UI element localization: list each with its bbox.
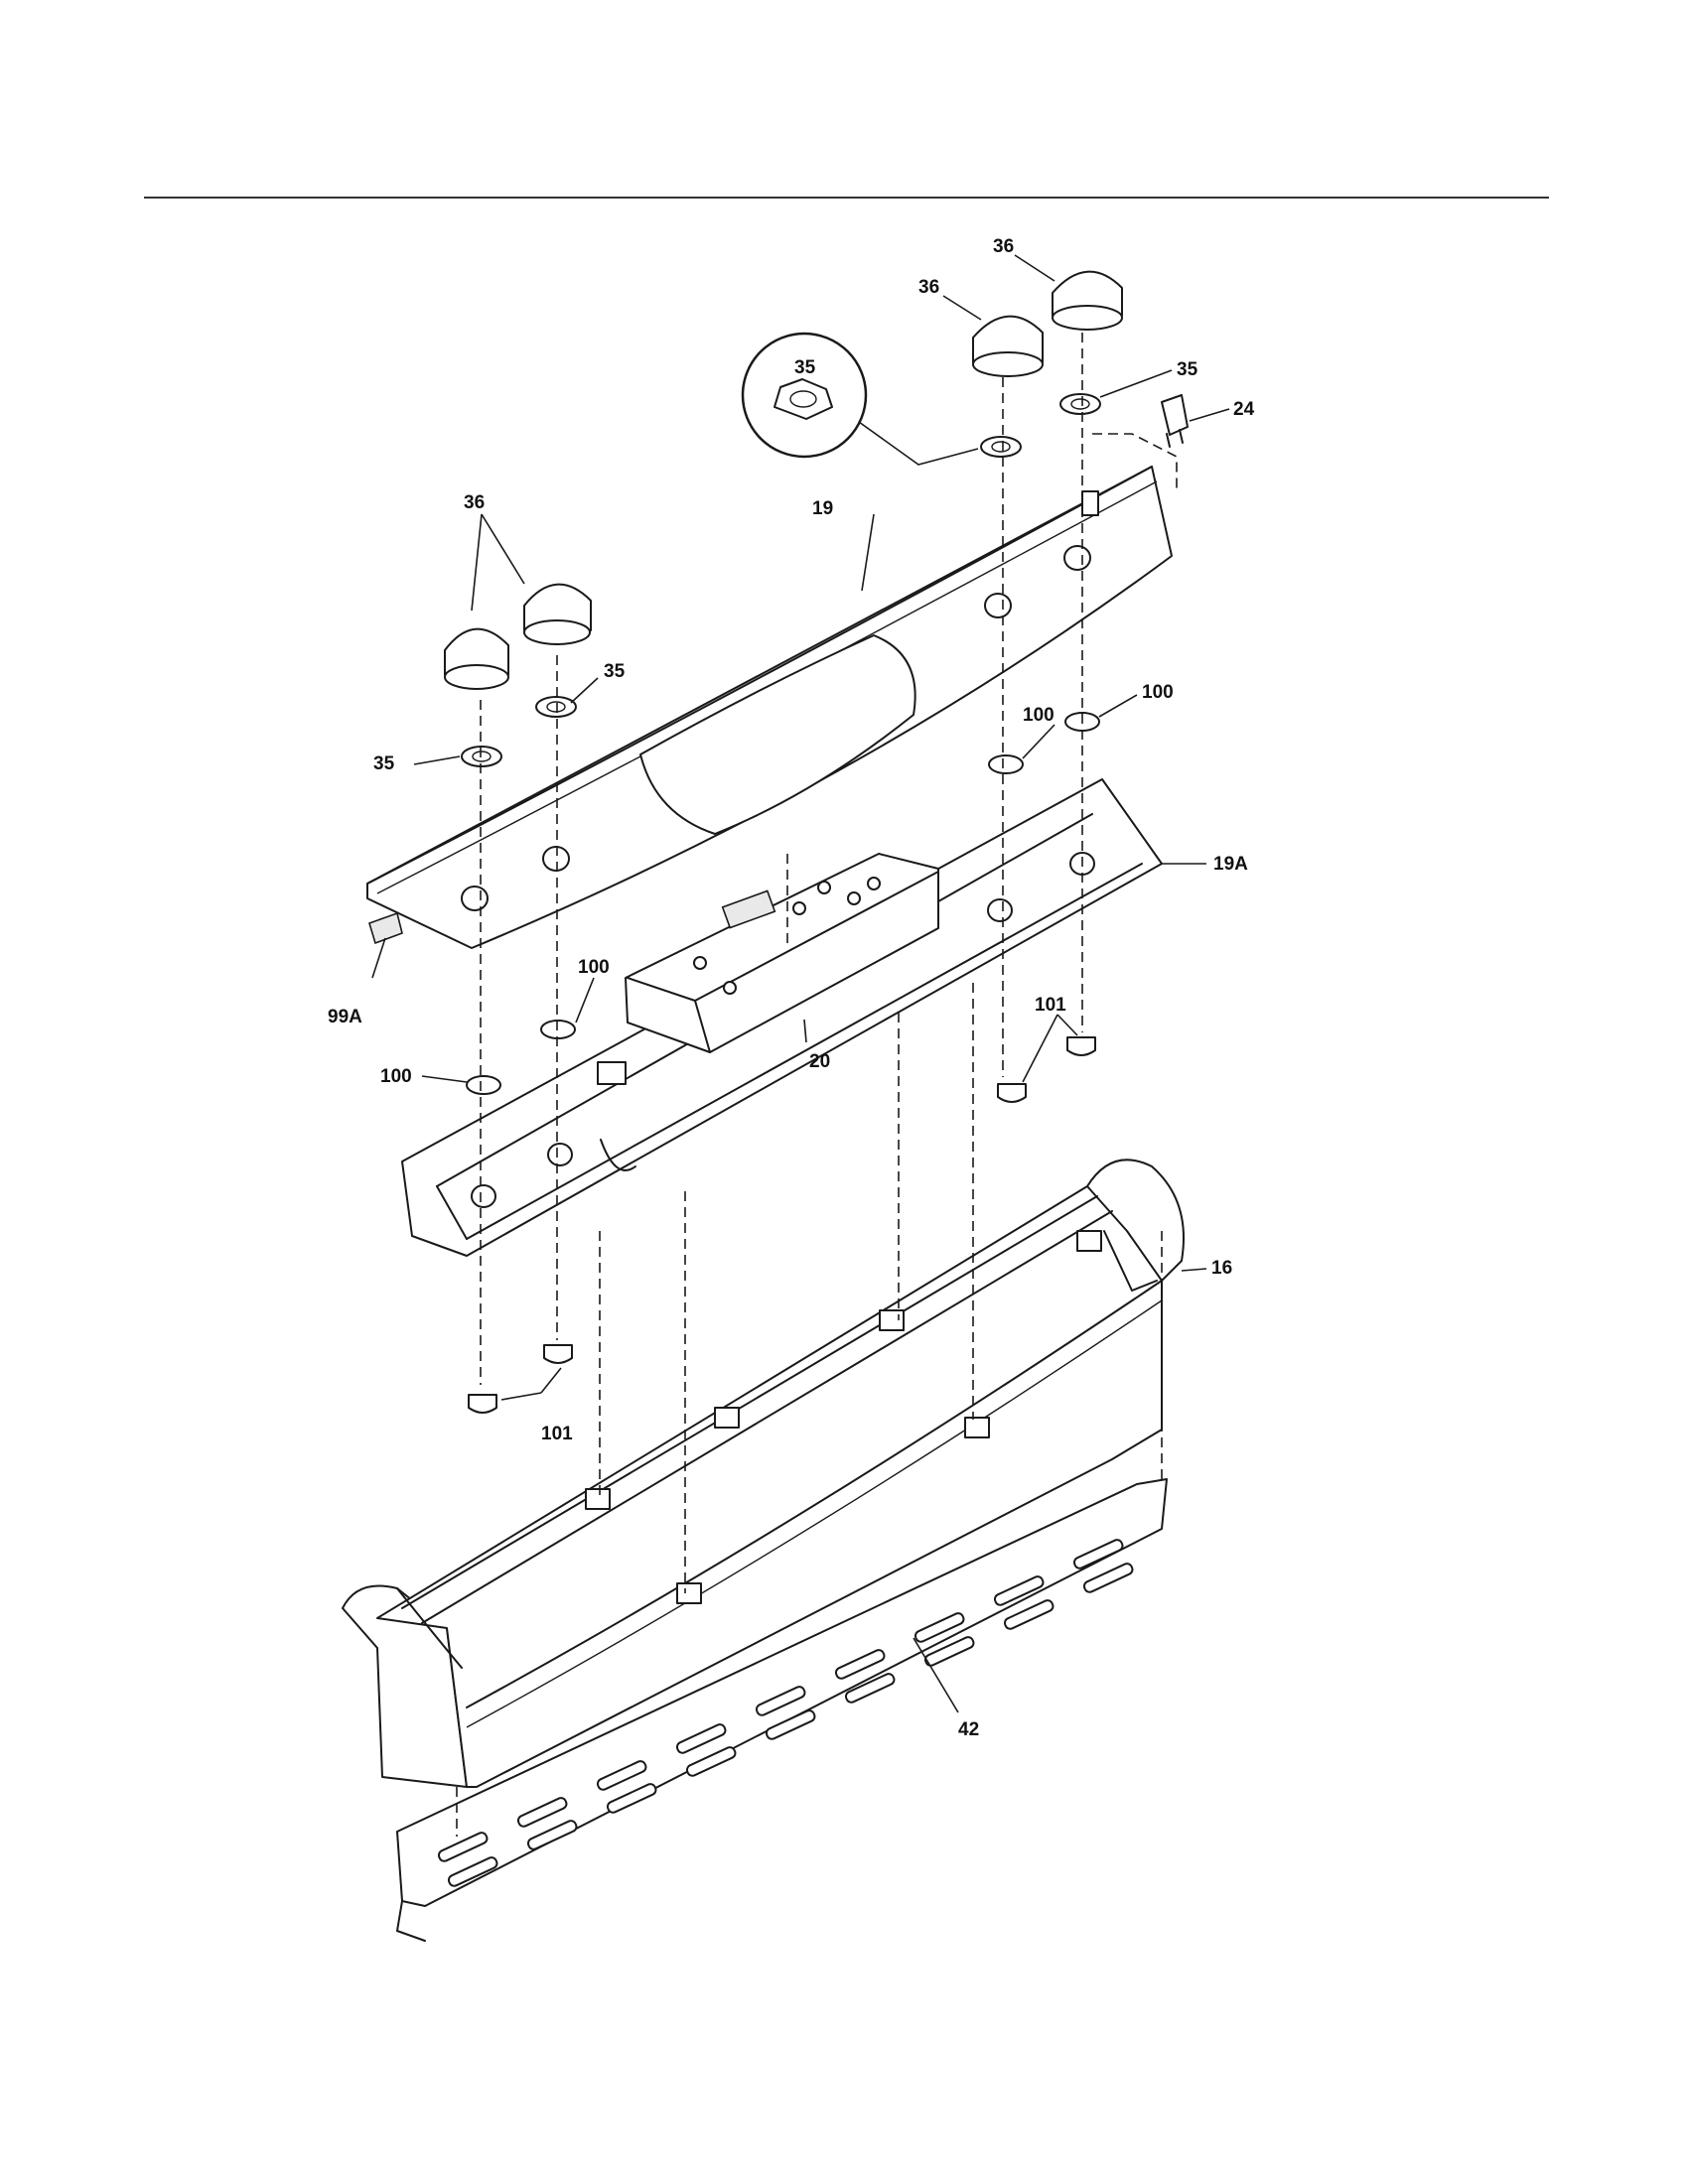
upper-panel-19 bbox=[366, 466, 1173, 949]
knob-36-top-mid bbox=[972, 315, 1044, 377]
callout-35: 35 bbox=[604, 661, 626, 682]
callout-99A: 99A bbox=[328, 1007, 362, 1027]
callout-19A: 19A bbox=[1213, 854, 1248, 875]
callout-36: 36 bbox=[464, 492, 485, 513]
overlay-99A bbox=[368, 911, 403, 945]
callout-100: 100 bbox=[380, 1066, 412, 1087]
nuts-35 bbox=[461, 393, 1101, 767]
control-board-20 bbox=[625, 853, 939, 1053]
nuts-101 bbox=[468, 1036, 1096, 1414]
nuts-35-inner bbox=[472, 398, 1090, 762]
callout-35: 35 bbox=[794, 357, 816, 378]
callout-100: 100 bbox=[1142, 682, 1174, 703]
vent-panel-42 bbox=[396, 1478, 1168, 1942]
callout-labels: 36 36 36 35 35 24 19 35 35 100 100 19A 1… bbox=[328, 236, 1255, 1740]
knob-36-left-a bbox=[444, 627, 509, 690]
callout-16: 16 bbox=[1211, 1258, 1232, 1279]
knob-36-left-b bbox=[523, 583, 592, 645]
callout-35: 35 bbox=[373, 753, 395, 774]
knob-36-top-right bbox=[1052, 270, 1123, 331]
callout-24: 24 bbox=[1233, 399, 1255, 420]
callout-100: 100 bbox=[1023, 705, 1055, 726]
trim-16 bbox=[342, 1159, 1185, 1788]
detail-circle-35 bbox=[741, 332, 979, 466]
callout-20: 20 bbox=[809, 1051, 830, 1072]
callout-19: 19 bbox=[812, 498, 833, 519]
callout-101: 101 bbox=[541, 1424, 573, 1444]
callout-35: 35 bbox=[1177, 359, 1198, 380]
callout-36: 36 bbox=[918, 277, 939, 298]
callout-100: 100 bbox=[578, 957, 610, 978]
switch-24 bbox=[1161, 394, 1189, 448]
callout-36: 36 bbox=[993, 236, 1014, 257]
callout-101: 101 bbox=[1035, 995, 1066, 1016]
nuts-100 bbox=[466, 712, 1100, 1095]
leader-lines bbox=[371, 254, 1230, 1713]
callout-42: 42 bbox=[958, 1719, 979, 1740]
alignment-lines bbox=[456, 333, 1178, 1837]
